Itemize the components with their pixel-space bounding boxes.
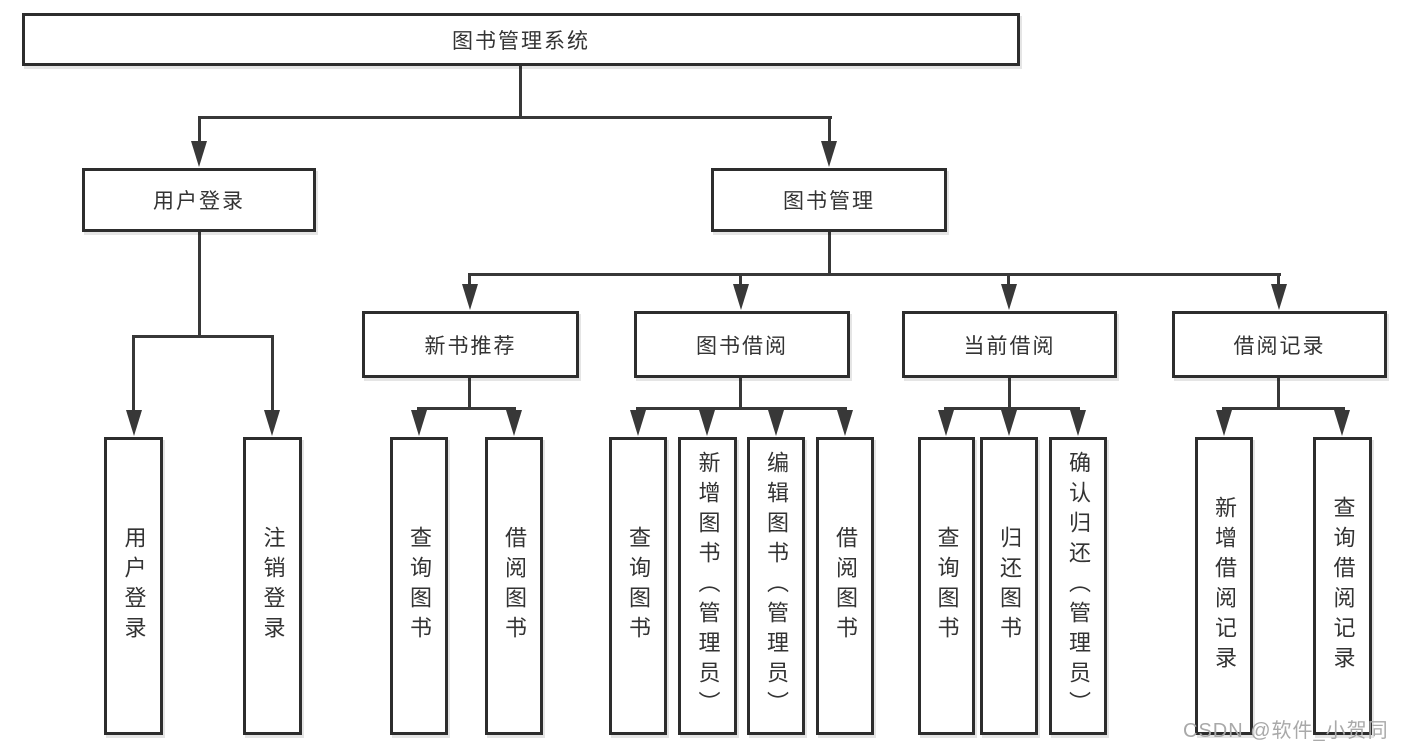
connector-segment: [519, 66, 522, 118]
leaf-label: 借阅图书: [833, 526, 858, 646]
node-new-book-recommend: 新书推荐: [362, 311, 579, 378]
leaf-user-login: 用户登录: [104, 437, 163, 735]
leaf-edit-books-admin: 编辑图书（管理员）: [747, 437, 805, 735]
arrowhead-down-icon: [126, 410, 142, 436]
leaf-borrow-books: 借阅图书: [816, 437, 874, 735]
leaf-label: 注销登录: [260, 526, 286, 646]
arrowhead-down-icon: [1001, 410, 1017, 436]
node-borrowing-records: 借阅记录: [1172, 311, 1387, 378]
connector-segment: [417, 407, 516, 410]
arrowhead-down-icon: [733, 284, 749, 310]
connector-segment: [271, 335, 274, 412]
connector-segment: [1008, 378, 1011, 409]
connector-segment: [198, 116, 201, 146]
connector-segment: [739, 378, 742, 409]
leaf-label: 用户登录: [121, 526, 147, 646]
connector-segment: [468, 273, 471, 290]
connector-segment: [1277, 378, 1280, 409]
connector-segment: [198, 232, 201, 337]
connector-segment: [828, 232, 831, 276]
arrowhead-down-icon: [821, 141, 837, 167]
arrowhead-down-icon: [768, 410, 784, 436]
arrowhead-down-icon: [462, 284, 478, 310]
csdn-watermark: CSDN @软件_小贺同学: [1183, 720, 1389, 742]
connector-segment: [468, 378, 471, 409]
connector-segment: [132, 335, 274, 338]
arrowhead-down-icon: [699, 410, 715, 436]
leaf-label: 借阅图书: [502, 526, 527, 646]
leaf-add-borrow-record: 新增借阅记录: [1195, 437, 1253, 735]
leaf-add-books-admin: 新增图书（管理员）: [678, 437, 737, 735]
leaf-label: 归还图书: [997, 526, 1022, 646]
connector-segment: [198, 116, 832, 119]
leaf-label: 查询图书: [934, 526, 960, 646]
node-book-borrowing: 图书借阅: [634, 311, 850, 378]
leaf-label: 确认归还（管理员）: [1066, 451, 1091, 721]
arrowhead-down-icon: [264, 410, 280, 436]
arrowhead-down-icon: [411, 410, 427, 436]
arrowhead-down-icon: [1001, 284, 1017, 310]
leaf-label: 新增借阅记录: [1212, 496, 1237, 676]
connector-segment: [468, 273, 1281, 276]
leaf-logout: 注销登录: [243, 437, 302, 735]
leaf-label: 查询借阅记录: [1330, 496, 1356, 676]
connector-segment: [828, 116, 831, 146]
connector-segment: [1007, 273, 1010, 290]
arrowhead-down-icon: [630, 410, 646, 436]
leaf-label: 新增图书（管理员）: [695, 451, 721, 721]
arrowhead-down-icon: [1334, 410, 1350, 436]
leaf-return-books: 归还图书: [980, 437, 1038, 735]
node-root-system: 图书管理系统: [22, 13, 1020, 66]
arrowhead-down-icon: [1216, 410, 1232, 436]
connector-segment: [636, 407, 847, 410]
leaf-label: 查询图书: [626, 526, 651, 646]
node-user-login: 用户登录: [82, 168, 316, 232]
leaf-query-borrow-record: 查询借阅记录: [1313, 437, 1372, 735]
node-book-management: 图书管理: [711, 168, 947, 232]
connector-segment: [739, 273, 742, 290]
leaf-query-books-borrow: 查询图书: [609, 437, 667, 735]
connector-segment: [132, 335, 135, 412]
leaf-borrow-books-recommend: 借阅图书: [485, 437, 543, 735]
arrowhead-down-icon: [506, 410, 522, 436]
arrowhead-down-icon: [191, 141, 207, 167]
arrowhead-down-icon: [1271, 284, 1287, 310]
connector-segment: [1277, 273, 1280, 290]
connector-segment: [944, 407, 1080, 410]
leaf-label: 编辑图书（管理员）: [764, 451, 789, 721]
leaf-query-books-recommend: 查询图书: [390, 437, 448, 735]
node-current-borrowing: 当前借阅: [902, 311, 1117, 378]
leaf-label: 查询图书: [407, 526, 432, 646]
arrowhead-down-icon: [1070, 410, 1086, 436]
arrowhead-down-icon: [837, 410, 853, 436]
leaf-confirm-return-admin: 确认归还（管理员）: [1049, 437, 1107, 735]
connector-segment: [1222, 407, 1345, 410]
arrowhead-down-icon: [938, 410, 954, 436]
leaf-query-books-current: 查询图书: [918, 437, 975, 735]
